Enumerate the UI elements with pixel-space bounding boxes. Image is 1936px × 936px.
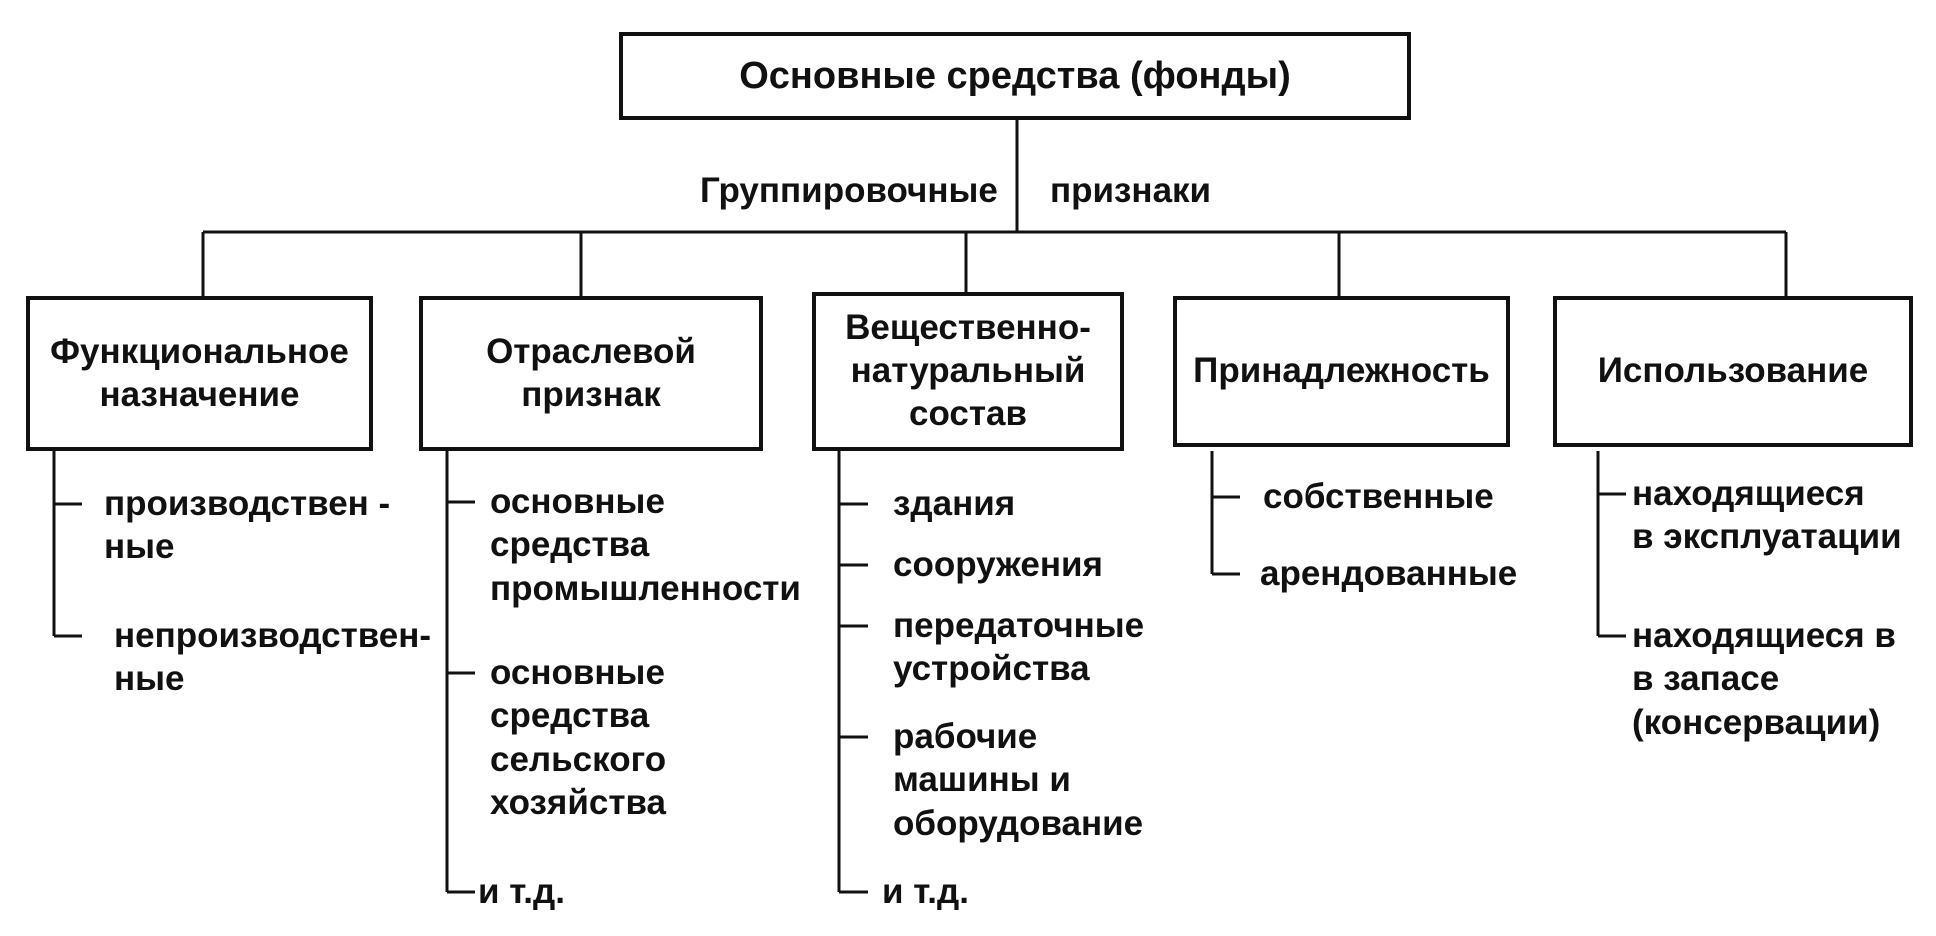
root-label: Основные средства (фонды) <box>739 54 1291 97</box>
list-item: производствен - ные <box>104 484 391 567</box>
category-box-material: Вещественно- натуральный состав <box>812 292 1124 451</box>
category-box-ownership: Принадлежность <box>1173 296 1510 447</box>
list-item: непроизводствен- ные <box>114 616 432 699</box>
category-box-industry: Отраслевой признак <box>419 296 763 451</box>
category-label: Вещественно- натуральный состав <box>845 308 1091 433</box>
list-item: и т.д. <box>882 872 969 911</box>
category-box-usage: Использование <box>1553 296 1913 447</box>
category-label: Функциональное назначение <box>50 331 349 414</box>
category-label: Принадлежность <box>1193 351 1490 391</box>
list-item: здания <box>893 484 1016 523</box>
root-box: Основные средства (фонды) <box>619 32 1411 120</box>
grouping-caption-left: Группировочные <box>700 171 998 210</box>
list-item: и т.д. <box>478 872 565 911</box>
list-item: сооружения <box>893 545 1103 584</box>
list-item: находящиеся в эксплуатации <box>1632 474 1902 557</box>
category-label: Отраслевой признак <box>486 331 696 414</box>
list-item: передаточные устройства <box>893 606 1145 689</box>
list-item: основные средства промышленности <box>490 482 801 608</box>
category-label: Использование <box>1597 351 1869 391</box>
list-item: рабочие машины и оборудование <box>893 717 1144 843</box>
list-item: основные средства сельского хозяйства <box>490 653 667 823</box>
list-item: арендованные <box>1260 554 1518 593</box>
category-box-functional: Функциональное назначение <box>26 296 373 451</box>
list-item: находящиеся в в запасе (консервации) <box>1632 616 1896 742</box>
grouping-caption-right: признаки <box>1050 171 1212 210</box>
list-item: собственные <box>1263 477 1494 516</box>
